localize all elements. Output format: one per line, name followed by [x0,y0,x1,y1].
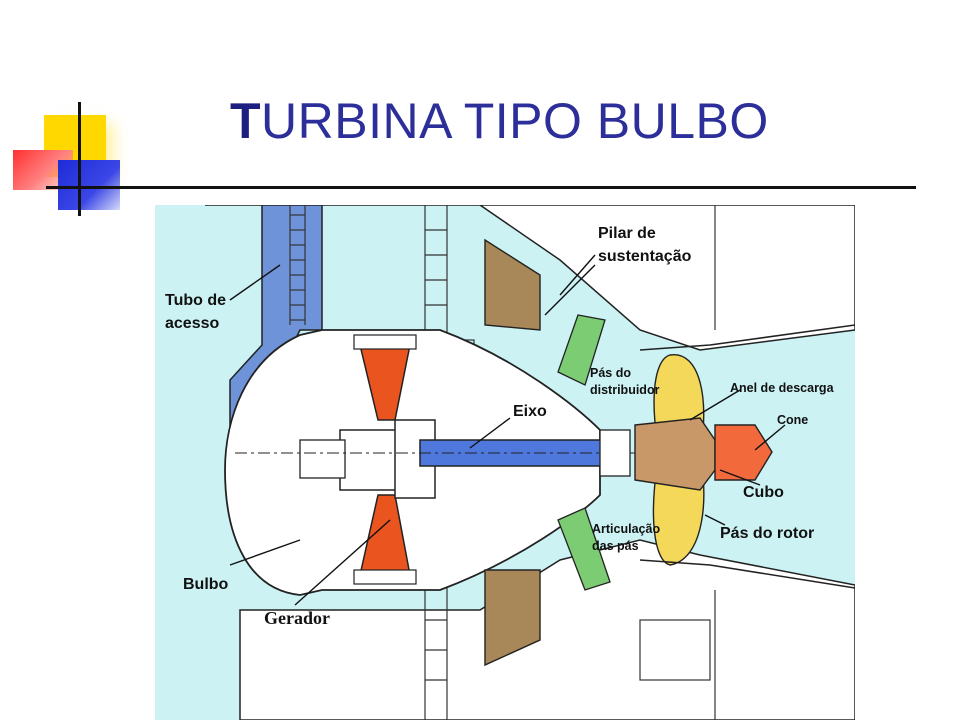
label-eixo: Eixo [513,403,547,420]
label-articulacao-1: Articulação [592,522,660,536]
label-tubo-acesso-2: acesso [165,315,219,332]
access-ladder [289,205,306,325]
label-pilar-2: sustentação [598,248,692,265]
slide-title: TURBINA TIPO BULBO [230,92,769,150]
label-pas-distribuidor-1: Pás do [590,366,631,380]
support-pillar-upper [484,238,541,331]
label-gerador: Gerador [264,608,330,628]
leader-lines [229,254,786,606]
support-pillar-lower [484,569,541,667]
label-cubo: Cubo [743,484,784,501]
label-tubo-acesso-1: Tubo de [165,292,226,309]
discharge-ring-upper [639,324,855,351]
slide-title-initial: T [230,93,262,149]
upper-concrete [205,205,855,351]
bearing-housing [339,429,401,491]
slide-title-rest: URBINA TIPO BULBO [261,93,769,149]
rotor-hub [634,417,716,491]
discharge-ring-lower [639,559,855,589]
label-bulbo: Bulbo [183,576,229,593]
decor-horizontal-line [46,186,916,189]
label-pilar-1: Pilar de [598,225,656,242]
bulb-turbine-diagram: Tubo de acesso Pilar de sustentação Pás … [155,205,855,720]
decor-blue-square [58,160,120,210]
label-anel-descarga: Anel de descarga [730,381,835,395]
guide-vane-lower [557,507,611,591]
label-cone: Cone [777,413,808,427]
lower-chamber [639,619,711,681]
label-articulacao-2: das pás [592,539,639,553]
label-pas-rotor: Pás do rotor [720,525,814,542]
rotor-cone [714,424,773,481]
decor-vertical-line [78,102,81,216]
guide-vane-upper [557,314,606,386]
label-pas-distribuidor-2: distribuidor [590,383,660,397]
